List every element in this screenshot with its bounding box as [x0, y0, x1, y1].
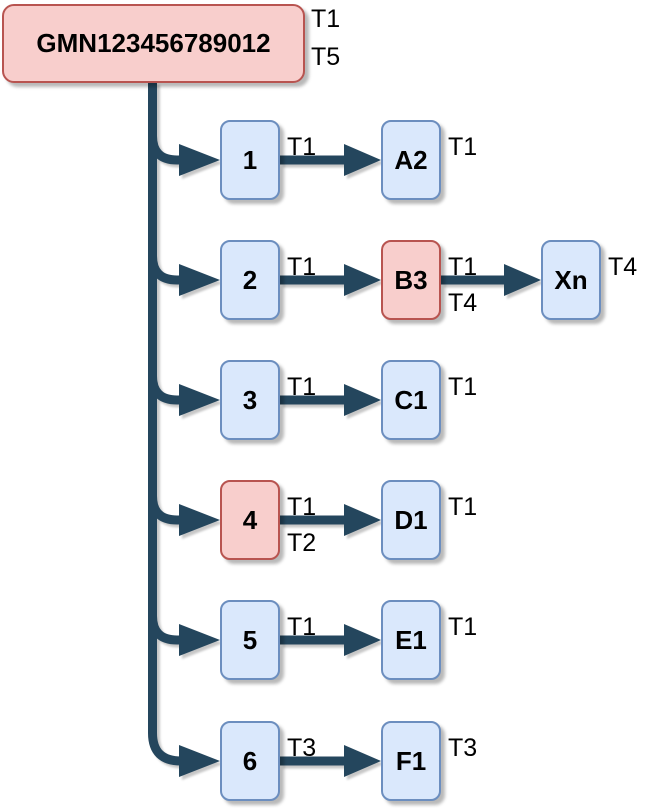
leaf-edge-tag: T1 — [448, 373, 478, 401]
branch-node-5: 5 — [220, 600, 280, 680]
leaf-node-e1: E1 — [381, 600, 441, 680]
branch-edge-tag: T3 — [287, 734, 317, 762]
leaf-node-c1: C1 — [381, 360, 441, 440]
arrowhead — [504, 264, 541, 296]
leaf-edge-tag: T3 — [448, 734, 478, 762]
arrowhead — [344, 384, 381, 416]
leaf-edge-tag: T4 — [448, 289, 478, 317]
arrowhead — [179, 144, 220, 176]
branch-edge-tag: T1 — [287, 373, 317, 401]
branch-connector — [148, 474, 187, 525]
leaf-edge-tag: T1 — [448, 613, 478, 641]
branch-node-4: 4 — [220, 480, 280, 560]
subleaf-node-xn: Xn — [541, 240, 601, 320]
branch-connector — [148, 234, 187, 285]
branch-connector — [148, 354, 187, 405]
arrowhead — [179, 384, 220, 416]
arrowhead — [179, 504, 220, 536]
leaf-node-a2: A2 — [381, 120, 441, 200]
trunk-connector — [148, 82, 187, 766]
leaf-edge-tag: T1 — [448, 133, 478, 161]
root-node: GMN123456789012 — [2, 4, 305, 83]
arrowhead — [344, 504, 381, 536]
subleaf-edge-tag: T4 — [608, 253, 638, 281]
root-tag: T1 — [311, 5, 341, 33]
leaf-edge-tag: T1 — [448, 493, 478, 521]
leaf-edge-tag: T1 — [448, 253, 478, 281]
leaf-node-b3: B3 — [381, 240, 441, 320]
branch-connector — [148, 594, 187, 645]
arrowhead — [344, 745, 381, 777]
root-tag: T5 — [311, 43, 341, 71]
branch-edge-tag: T2 — [287, 529, 317, 557]
branch-edge-tag: T1 — [287, 253, 317, 281]
arrowhead — [179, 624, 220, 656]
branch-node-2: 2 — [220, 240, 280, 320]
branch-edge-tag: T1 — [287, 493, 317, 521]
arrowhead — [179, 745, 220, 777]
branch-node-1: 1 — [220, 120, 280, 200]
branch-connector — [148, 114, 187, 165]
branch-edge-tag: T1 — [287, 613, 317, 641]
arrowhead — [344, 144, 381, 176]
arrowhead — [344, 624, 381, 656]
branch-node-3: 3 — [220, 360, 280, 440]
branch-node-6: 6 — [220, 721, 280, 801]
leaf-node-d1: D1 — [381, 480, 441, 560]
leaf-node-f1: F1 — [381, 721, 441, 801]
arrowhead — [344, 264, 381, 296]
arrowhead — [179, 264, 220, 296]
branch-edge-tag: T1 — [287, 133, 317, 161]
